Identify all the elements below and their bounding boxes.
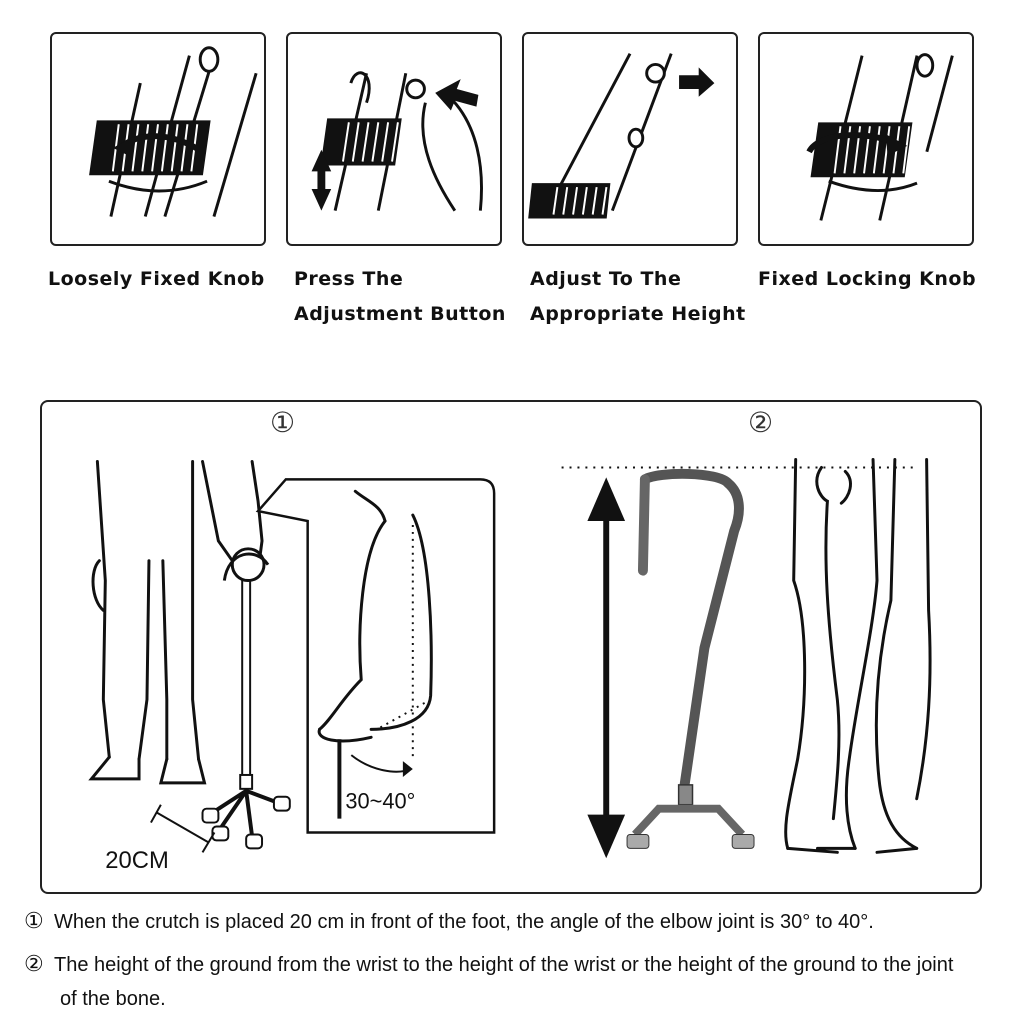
step-label-line: Appropriate Height bbox=[530, 303, 746, 325]
loosen-knob-illustration bbox=[89, 46, 258, 217]
note-1-text: When the crutch is placed 20 cm in front… bbox=[54, 911, 874, 933]
note-2-text-line2: of the bone. bbox=[60, 988, 166, 1010]
note-2-continued: of the bone. bbox=[60, 982, 166, 1017]
step-label-adjust: Adjust To The Appropriate Height bbox=[530, 262, 746, 332]
press-button-illustration bbox=[311, 71, 483, 212]
quad-cane-illustration bbox=[201, 547, 291, 850]
height-arrow bbox=[587, 477, 626, 859]
note-2: ② The height of the ground from the wrist… bbox=[24, 946, 1014, 983]
usage-diagram-frame: 20CM 30~40° bbox=[40, 400, 982, 894]
figure-1-marker: ① bbox=[270, 406, 296, 439]
step-panel-lock-knob bbox=[758, 32, 974, 246]
elbow-angle-inset: 30~40° bbox=[255, 478, 496, 834]
step-panel-loosen-knob bbox=[50, 32, 266, 246]
lock-knob-illustration bbox=[806, 53, 954, 221]
distance-label: 20CM bbox=[105, 847, 168, 874]
note-2-text-line1: The height of the ground from the wrist … bbox=[54, 954, 954, 976]
adjust-height-illustration bbox=[528, 52, 715, 219]
angle-label: 30~40° bbox=[345, 789, 415, 814]
note-1: ① When the crutch is placed 20 cm in fron… bbox=[24, 903, 874, 940]
person-legs-illustration bbox=[88, 460, 264, 785]
step-label-line: Loosely Fixed Knob bbox=[48, 268, 265, 290]
step-panel-press-button bbox=[286, 32, 502, 246]
distance-indicator bbox=[150, 804, 216, 853]
usage-diagram: 20CM 30~40° bbox=[88, 458, 932, 874]
step-label-press: Press The Adjustment Button bbox=[294, 262, 506, 332]
note-2-marker: ② bbox=[24, 951, 44, 976]
legs-side-illustration bbox=[784, 458, 932, 854]
step-label-loosen: Loosely Fixed Knob bbox=[48, 262, 265, 297]
step-panel-adjust-height bbox=[522, 32, 738, 246]
step-label-line: Press The bbox=[294, 268, 404, 290]
note-1-marker: ① bbox=[24, 908, 44, 933]
step-label-line: Fixed Locking Knob bbox=[758, 268, 977, 290]
figure-2-marker: ② bbox=[748, 406, 774, 439]
step-label-line: Adjustment Button bbox=[294, 303, 506, 325]
step-label-lock: Fixed Locking Knob bbox=[758, 262, 976, 297]
step-label-line: Adjust To The bbox=[530, 268, 682, 290]
quad-cane-side-illustration bbox=[626, 468, 755, 849]
